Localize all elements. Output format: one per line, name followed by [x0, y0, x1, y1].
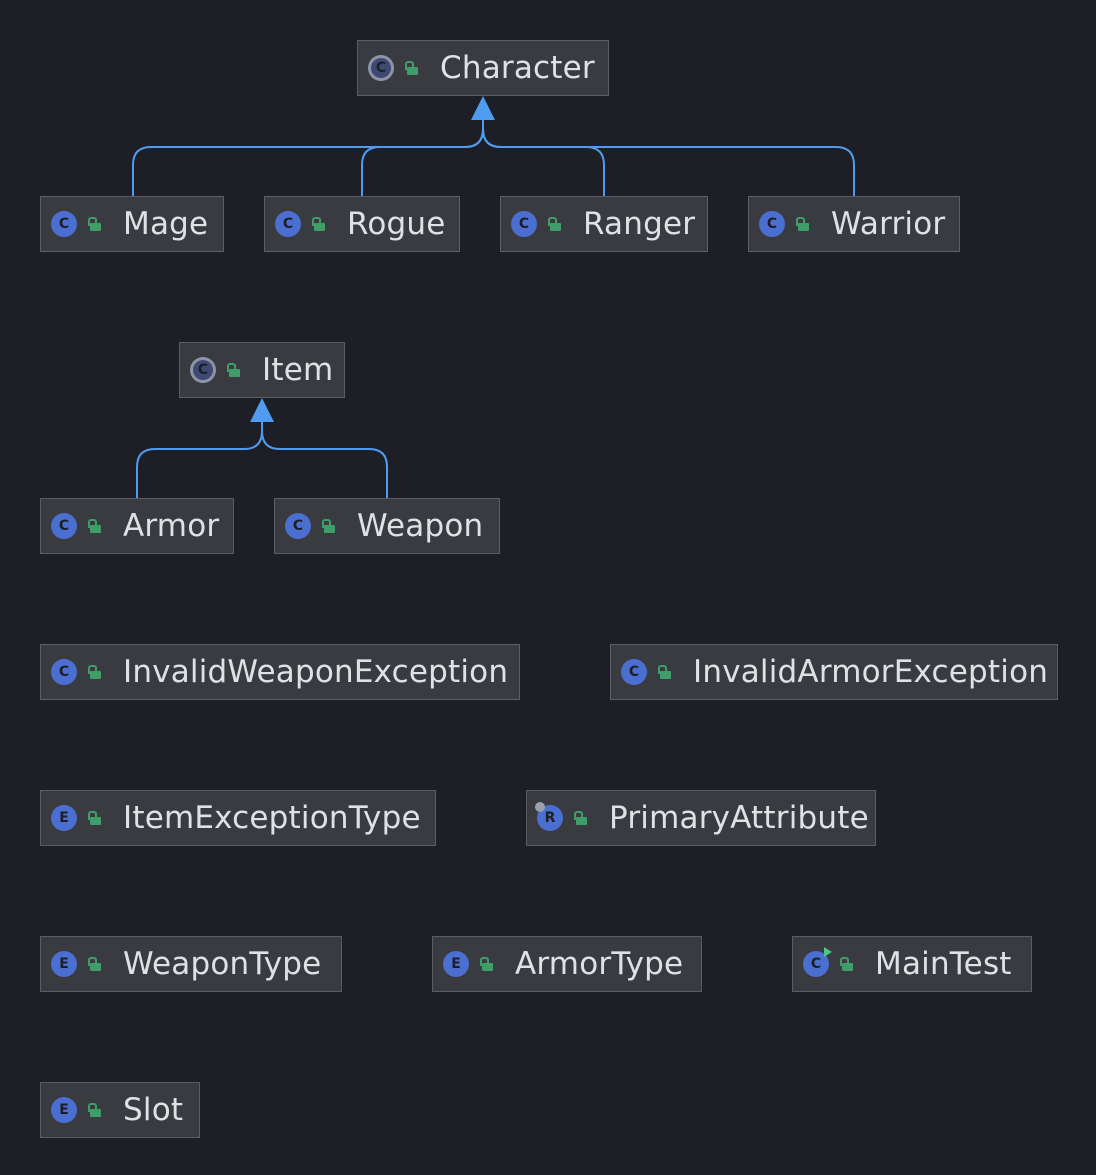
public-lock-icon [87, 216, 103, 232]
kind-letter: E [59, 810, 69, 826]
edge-armor-to-item [136, 412, 263, 498]
edge-ranger-to-character [482, 110, 605, 196]
node-label: InvalidWeaponException [123, 654, 509, 690]
kind-letter: C [628, 664, 640, 680]
node-item-exception-type[interactable]: E ItemExceptionType [40, 790, 436, 846]
class-icon: C [275, 211, 301, 237]
public-lock-icon [479, 956, 495, 972]
node-label: Slot [123, 1092, 184, 1128]
edge-rogue-to-character [361, 110, 484, 196]
node-weapon[interactable]: C Weapon [274, 498, 500, 554]
node-ranger[interactable]: C Ranger [500, 196, 708, 252]
run-marker-icon [824, 947, 832, 957]
edge-warrior-to-character [482, 110, 855, 196]
node-warrior[interactable]: C Warrior [748, 196, 960, 252]
node-label: InvalidArmorException [693, 654, 1049, 690]
public-lock-icon [547, 216, 563, 232]
node-label: WeaponType [123, 946, 322, 982]
node-character[interactable]: C Character [357, 40, 609, 96]
node-label: Ranger [583, 206, 696, 242]
abstract-class-icon: C [368, 55, 394, 81]
public-lock-icon [87, 1102, 103, 1118]
public-lock-icon [404, 60, 420, 76]
kind-letter: C [810, 956, 822, 972]
public-lock-icon [87, 810, 103, 826]
public-lock-icon [839, 956, 855, 972]
public-lock-icon [657, 664, 673, 680]
node-label: Armor [123, 508, 220, 544]
edge-mage-to-character [132, 110, 484, 196]
node-label: Rogue [347, 206, 446, 242]
node-armor[interactable]: C Armor [40, 498, 234, 554]
kind-letter: C [58, 216, 70, 232]
node-slot[interactable]: E Slot [40, 1082, 200, 1138]
kind-letter: C [58, 664, 70, 680]
node-item[interactable]: C Item [179, 342, 345, 398]
enum-icon: E [51, 805, 77, 831]
public-lock-icon [573, 810, 589, 826]
abstract-class-icon: C [190, 357, 216, 383]
node-label: Mage [123, 206, 209, 242]
class-icon: C [803, 947, 832, 977]
kind-letter: E [59, 1102, 69, 1118]
kind-letter: E [59, 956, 69, 972]
public-lock-icon [87, 664, 103, 680]
node-main-test[interactable]: C MainTest [792, 936, 1032, 992]
node-label: PrimaryAttribute [609, 800, 869, 836]
kind-letter: C [282, 216, 294, 232]
node-invalid-armor-exception[interactable]: C InvalidArmorException [610, 644, 1058, 700]
record-icon: R [535, 802, 563, 831]
node-label: Weapon [357, 508, 484, 544]
public-lock-icon [226, 362, 242, 378]
edge-weapon-to-item [261, 412, 388, 498]
public-lock-icon [321, 518, 337, 534]
enum-icon: E [51, 1097, 77, 1123]
kind-letter: C [292, 518, 304, 534]
node-primary-attribute[interactable]: R PrimaryAttribute [526, 790, 876, 846]
class-icon: C [51, 659, 77, 685]
inheritance-arrowhead-character [471, 96, 495, 120]
node-label: Character [440, 50, 595, 86]
node-mage[interactable]: C Mage [40, 196, 224, 252]
enum-icon: E [443, 951, 469, 977]
record-marker-icon [535, 802, 545, 812]
class-icon: C [511, 211, 537, 237]
class-icon: C [285, 513, 311, 539]
class-icon: C [51, 513, 77, 539]
kind-letter: C [58, 518, 70, 534]
class-icon: C [51, 211, 77, 237]
public-lock-icon [311, 216, 327, 232]
node-label: Item [262, 352, 334, 388]
kind-letter: R [544, 810, 556, 826]
class-icon: C [759, 211, 785, 237]
enum-icon: E [51, 951, 77, 977]
public-lock-icon [87, 956, 103, 972]
kind-letter: C [375, 60, 387, 76]
node-invalid-weapon-exception[interactable]: C InvalidWeaponException [40, 644, 520, 700]
node-weapon-type[interactable]: E WeaponType [40, 936, 342, 992]
public-lock-icon [795, 216, 811, 232]
kind-letter: C [518, 216, 530, 232]
kind-letter: C [766, 216, 778, 232]
node-label: ItemExceptionType [123, 800, 421, 836]
public-lock-icon [87, 518, 103, 534]
kind-letter: C [197, 362, 209, 378]
kind-letter: E [451, 956, 461, 972]
node-label: ArmorType [515, 946, 684, 982]
node-label: Warrior [831, 206, 946, 242]
inheritance-arrowhead-item [250, 398, 274, 422]
node-label: MainTest [875, 946, 1012, 982]
node-rogue[interactable]: C Rogue [264, 196, 460, 252]
node-armor-type[interactable]: E ArmorType [432, 936, 702, 992]
class-icon: C [621, 659, 647, 685]
